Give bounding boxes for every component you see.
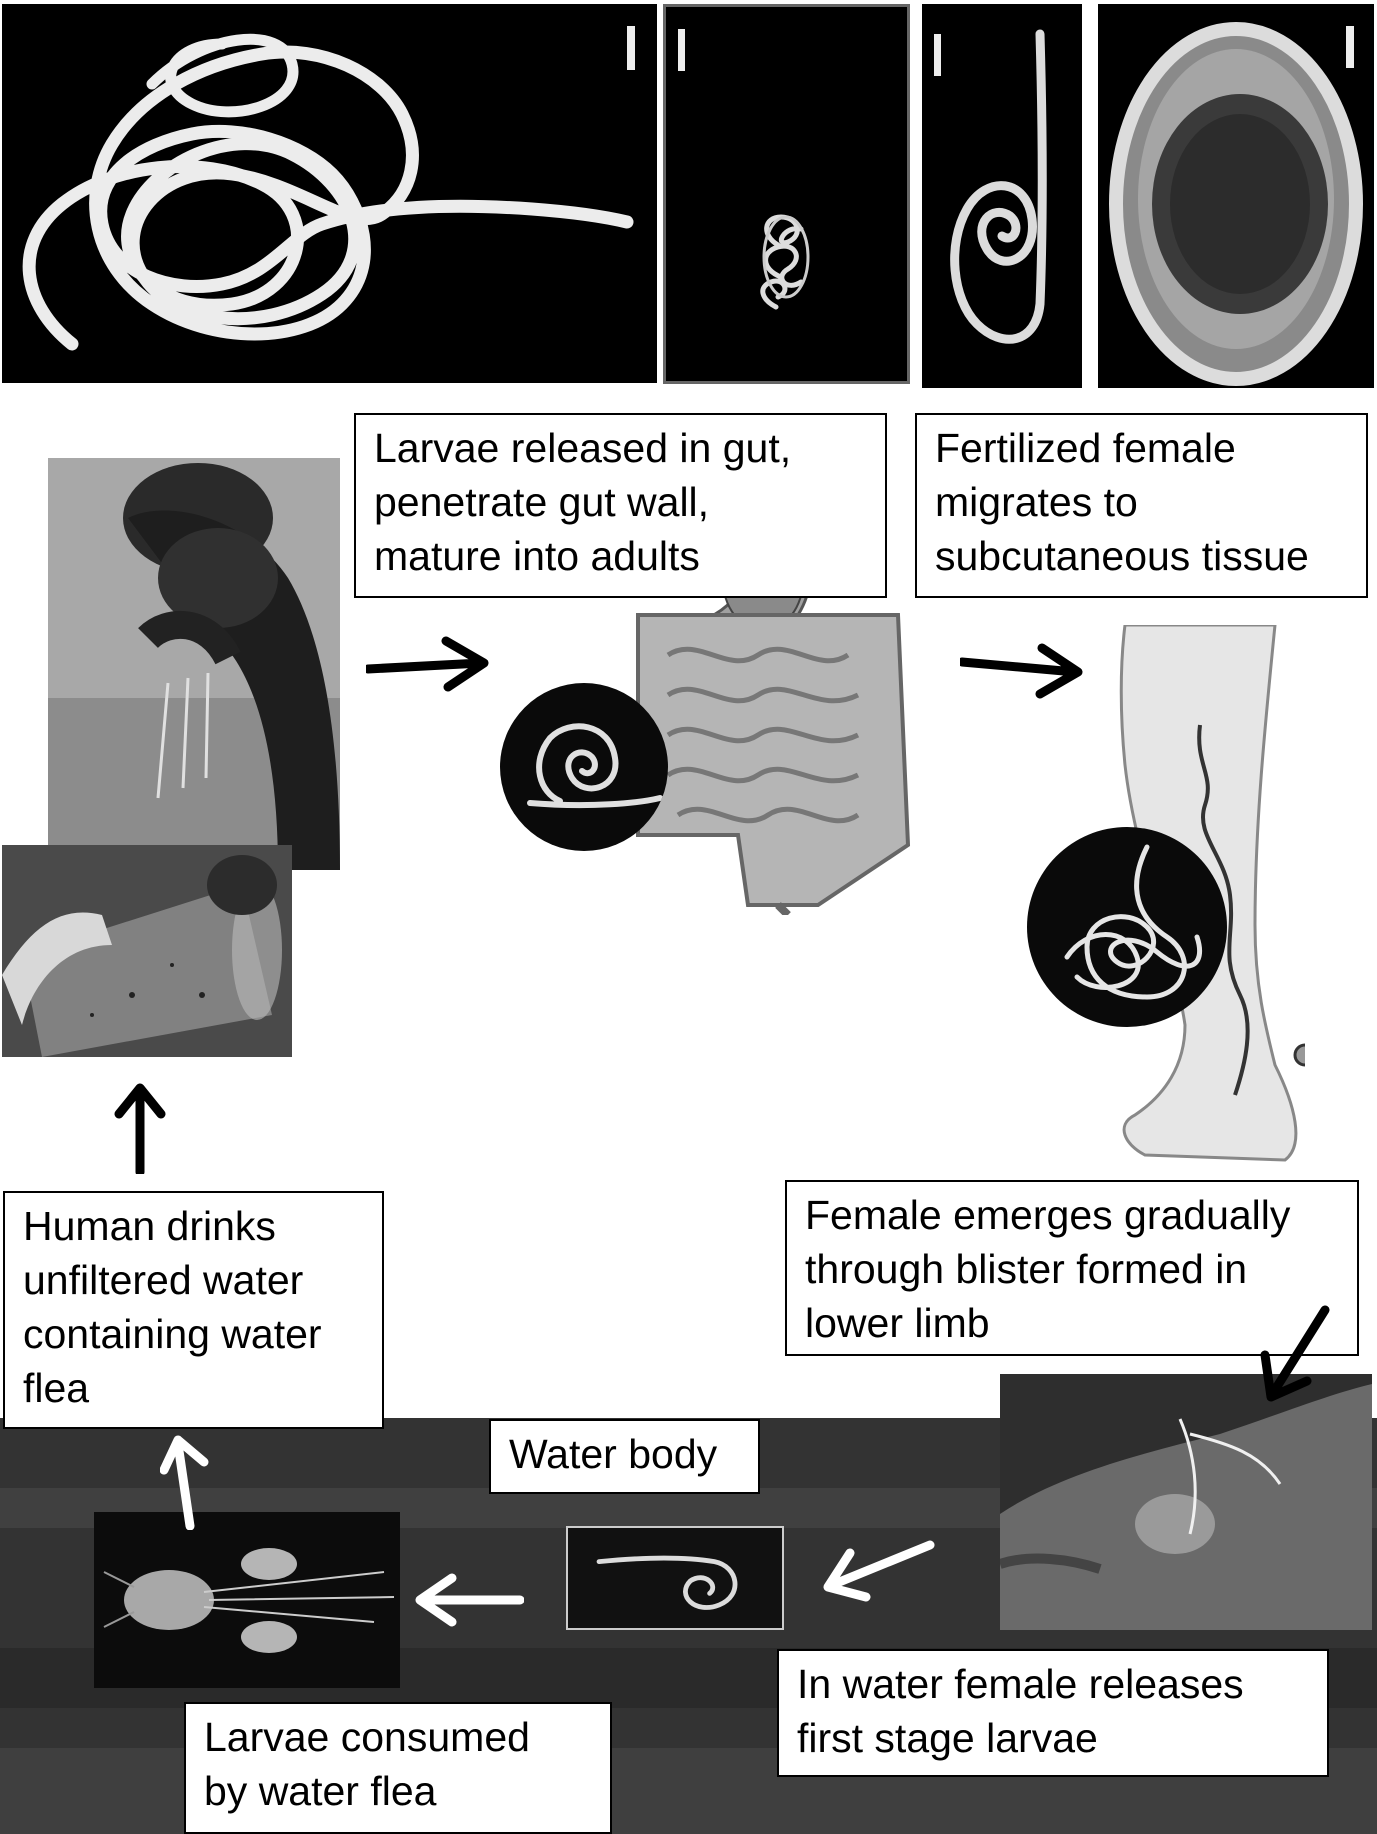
egg-micrograph [1098,4,1374,388]
foot-blister-photo [1000,1374,1372,1630]
larva-inset-circle [500,683,668,851]
arrow-to-leg [960,643,1083,699]
larva-photo [566,1526,784,1630]
water-flea-photo [94,1512,400,1688]
label-larvae-gut: Larvae released in gut, penetrate gut wa… [354,413,887,598]
person-drinking-photo [48,458,340,870]
label-larvae-consumed: Larvae consumed by water flea [184,1702,612,1834]
drinking-glass-photo [2,845,292,1057]
arrow-foot-to-larva [823,1540,935,1602]
arrow-larva-to-flea [415,1573,524,1627]
larva-micrograph-coiled [922,4,1082,388]
label-female-emerges: Female emerges gradually through blister… [785,1180,1359,1356]
label-human-drinks: Human drinks unfiltered water containing… [3,1191,384,1429]
arrow-down-to-foot [1260,1305,1330,1402]
label-fertilized-female: Fertilized female migrates to subcutaneo… [915,413,1368,598]
arrow-to-gut [366,636,489,692]
arrow-up-to-drinking [114,1083,166,1174]
label-water-body: Water body [489,1419,760,1494]
male-worm-micrograph [663,4,910,384]
arrow-flea-up [160,1435,209,1530]
adult-worm-micrograph [2,4,657,383]
adult-worm-inset-circle [1027,827,1227,1027]
label-in-water: In water female releases first stage lar… [777,1649,1329,1777]
